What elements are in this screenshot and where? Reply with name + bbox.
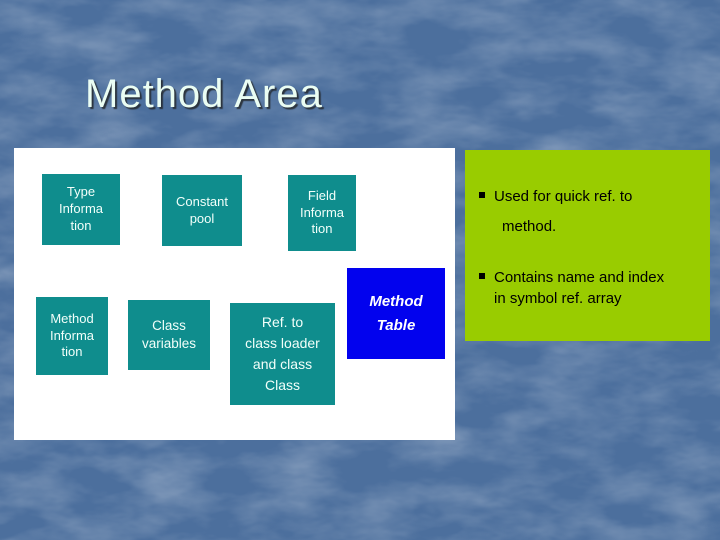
- notes-callout: Used for quick ref. to method. Contains …: [465, 150, 710, 341]
- method-area-panel: Type Informa tion Constant pool Field In…: [14, 148, 455, 440]
- square-bullet-icon: [479, 192, 485, 198]
- note-bullet-contains-text: Contains name and index in symbol ref. a…: [494, 269, 665, 307]
- box-field-information-label: Field Informa tion: [299, 187, 345, 237]
- box-ref-class-loader: Ref. to class loader and class Class: [230, 303, 335, 405]
- note-bullet-quick-ref: Used for quick ref. to method.: [477, 186, 698, 237]
- box-method-table: Method Table: [347, 268, 445, 359]
- box-method-table-label: Method Table: [369, 292, 423, 334]
- box-method-information-label: Method Informa tion: [49, 310, 95, 360]
- box-method-information: Method Informa tion: [36, 297, 108, 375]
- box-constant-pool-label: Constant pool: [175, 193, 229, 226]
- box-ref-class-loader-label: Ref. to class loader and class Class: [245, 314, 320, 393]
- slide-title: Method Area: [85, 72, 323, 116]
- box-class-variables: Class variables: [128, 300, 210, 370]
- box-field-information: Field Informa tion: [288, 175, 356, 251]
- box-type-information: Type Informa tion: [42, 174, 120, 245]
- box-type-information-label: Type Informa tion: [58, 184, 104, 233]
- box-class-variables-label: Class variables: [141, 318, 197, 351]
- note-bullet-contains: Contains name and index in symbol ref. a…: [477, 267, 698, 309]
- note-bullet-quick-ref-text: Used for quick ref. to method.: [494, 188, 633, 235]
- square-bullet-icon: [479, 273, 485, 279]
- box-constant-pool: Constant pool: [162, 175, 242, 246]
